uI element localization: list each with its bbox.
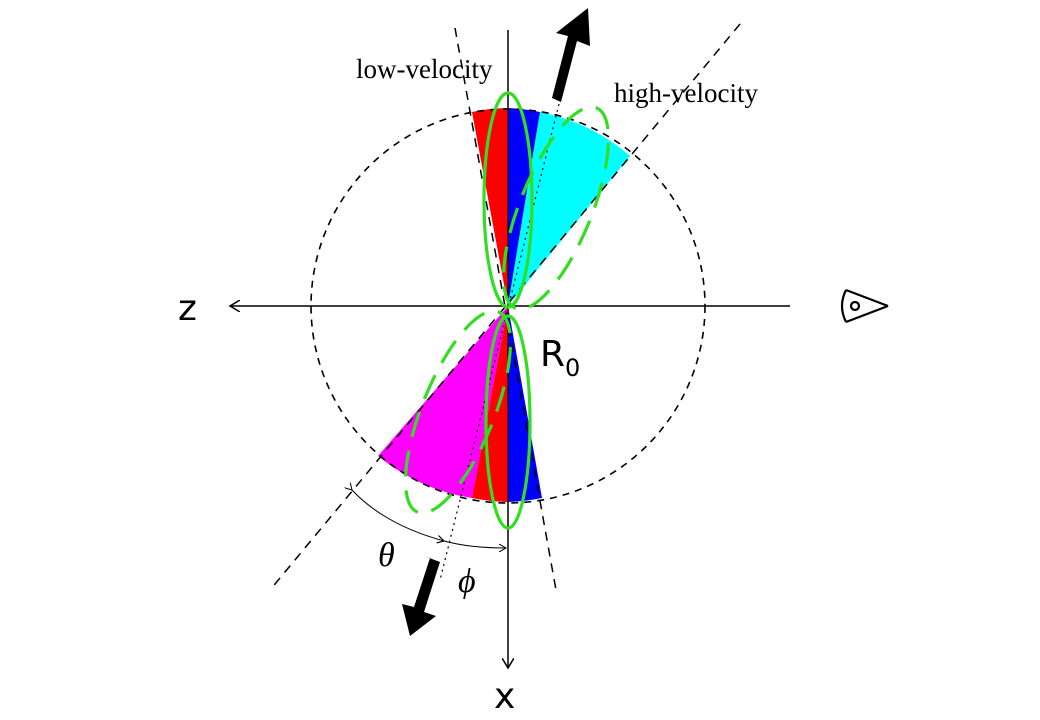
phi-arc: [444, 541, 506, 548]
outflow-arrow-up: [552, 8, 590, 102]
upper-lobe: [472, 108, 630, 306]
low-velocity-label: low-velocity: [356, 54, 493, 84]
lower-lobe: [378, 306, 542, 502]
upper-sector-cyan: [508, 112, 630, 306]
z-axis-label: z: [178, 288, 197, 329]
eye-icon: [840, 288, 889, 324]
upper-sector-red: [472, 108, 508, 306]
lower-sector-blue: [508, 306, 542, 502]
high-velocity-label: high-velocity: [614, 78, 758, 108]
outflow-arrow-down: [402, 556, 440, 636]
upper-sector-blue: [508, 108, 540, 306]
x-axis-label: x: [494, 676, 515, 717]
lower-sector-red: [472, 306, 508, 502]
outflow-axis-line: [439, 39, 576, 581]
phi-label: ϕ: [458, 563, 476, 600]
theta-arc: [352, 490, 444, 541]
low-velocity-ellipse-lower: [484, 314, 532, 530]
low-velocity-ellipse-upper: [482, 91, 534, 309]
lower-sector-magenta: [378, 306, 508, 498]
high-velocity-ellipse-upper: [501, 105, 611, 311]
theta-label: θ: [378, 537, 395, 574]
radius-label: R0: [540, 334, 580, 382]
arrow-icon: [402, 8, 590, 636]
